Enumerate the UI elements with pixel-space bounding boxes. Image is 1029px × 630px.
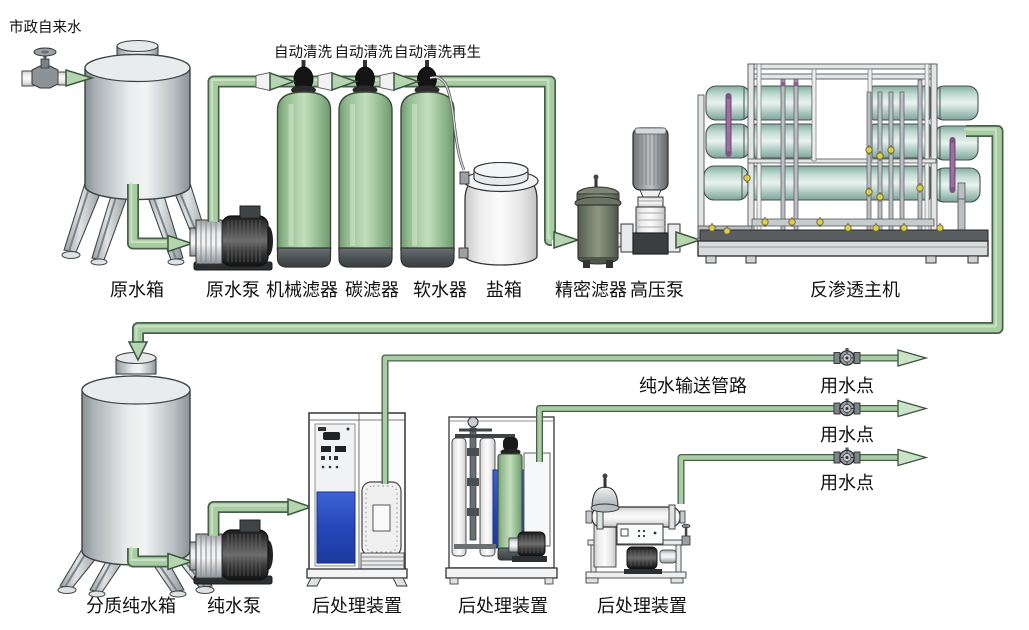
use-point-valve-1 xyxy=(833,347,861,366)
flow-arrow-icon xyxy=(675,230,703,250)
label-municipal-supply: 市政自来水 xyxy=(9,19,82,36)
pure-water-pump xyxy=(189,519,274,585)
flow-arrow-icon xyxy=(65,68,95,88)
label-post-treatment-1: 后处理装置 xyxy=(312,596,402,616)
tube-softener-to-salttank xyxy=(429,75,466,171)
pipe-post1-to-usepoint1 xyxy=(381,349,929,484)
mechanical-filter-tank xyxy=(278,60,331,267)
flow-arrow-icon xyxy=(553,230,581,250)
flow-arrow-icon xyxy=(897,399,929,418)
label-auto-wash-1: 自动清洗 xyxy=(274,44,332,61)
label-raw-pump: 原水泵 xyxy=(206,280,260,300)
flow-arrow-icon xyxy=(897,448,929,467)
post-treatment-device-3 xyxy=(585,473,691,584)
pipe-rawtank-to-rawpump xyxy=(127,182,195,253)
label-auto-wash-2: 自动清洗 xyxy=(335,44,393,61)
label-softener: 软水器 xyxy=(413,280,467,300)
salt-tank xyxy=(458,161,539,266)
carbon-filter-tank xyxy=(339,60,392,267)
label-ro-main-unit: 反渗透主机 xyxy=(810,280,900,300)
label-salt-tank: 盐箱 xyxy=(486,280,522,300)
label-use-point-3: 用水点 xyxy=(820,473,874,493)
label-post-treatment-3: 后处理装置 xyxy=(597,596,687,616)
use-point-valve-3 xyxy=(833,446,861,466)
label-post-treatment-2: 后处理装置 xyxy=(458,596,548,616)
post-treatment-device-1 xyxy=(306,412,408,587)
pipe-post3-to-usepoint3 xyxy=(677,448,929,504)
pipe-post2-to-usepoint2 xyxy=(536,399,929,462)
label-use-point-1: 用水点 xyxy=(820,376,874,396)
pipe-ro-to-puretank xyxy=(127,125,1004,362)
label-mechanical-filter: 机械滤器 xyxy=(266,280,338,300)
high-pressure-pump xyxy=(620,127,703,255)
label-raw-tank: 原水箱 xyxy=(110,280,164,300)
label-pure-water-pump: 纯水泵 xyxy=(207,596,261,616)
pipe-puretank-to-purepump xyxy=(127,546,195,571)
flow-arrow-icon xyxy=(287,497,314,517)
softener-tank xyxy=(401,60,454,267)
use-point-valve-2 xyxy=(833,397,861,417)
pure-water-tank xyxy=(57,351,215,598)
label-auto-wash-regen: 自动清洗再生 xyxy=(394,44,481,61)
label-carbon-filter: 碳滤器 xyxy=(345,280,399,300)
label-pure-water-tank: 分质纯水箱 xyxy=(86,596,176,616)
pipe-purepump-to-post1 xyxy=(207,497,314,536)
label-high-pressure-pump: 高压泵 xyxy=(630,280,684,300)
flow-arrow-icon xyxy=(167,234,195,253)
raw-water-tank xyxy=(61,39,214,266)
top-run-arrows xyxy=(255,71,421,92)
flow-arrow-icon xyxy=(897,349,929,367)
raw-water-pump xyxy=(189,205,274,271)
flow-arrow-icon xyxy=(167,552,195,571)
label-precision-filter: 精密滤器 xyxy=(555,280,627,300)
label-pure-water-pipeline: 纯水输送管路 xyxy=(639,376,747,396)
ro-main-unit xyxy=(697,63,989,264)
flow-arrow-icon xyxy=(127,341,149,362)
municipal-inlet-valve-icon xyxy=(21,47,95,89)
label-use-point-2: 用水点 xyxy=(820,425,874,445)
pipe-rawpump-to-filters xyxy=(207,75,556,246)
